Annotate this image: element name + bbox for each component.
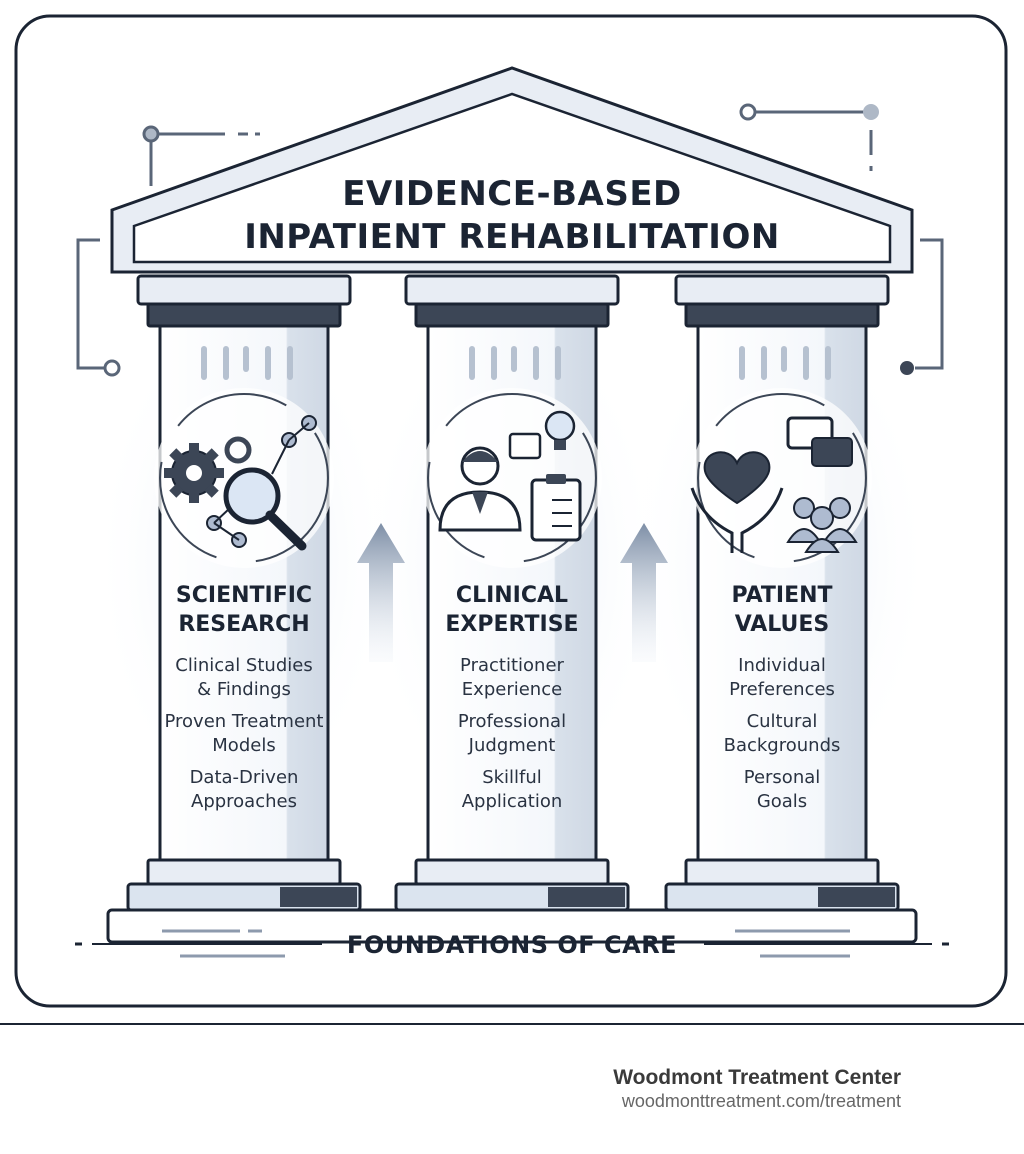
foundation-base <box>106 908 918 944</box>
pillar-item-line: Application <box>462 791 563 812</box>
roof <box>110 66 914 274</box>
pillar-heading-line: VALUES <box>735 612 830 637</box>
pillar-item-line: Practitioner <box>460 655 564 676</box>
pillar-base <box>414 858 610 886</box>
pillar-heading-line: CLINICAL <box>456 583 568 608</box>
title-line-2: INPATIENT REHABILITATION <box>244 217 780 257</box>
pillars-group: SCIENTIFIC RESEARCH Clinical Studies & Find… <box>126 274 900 912</box>
arrow-between-1-2 <box>357 523 405 662</box>
pillar-capital <box>136 274 352 306</box>
pillar-item-line: Goals <box>757 791 807 812</box>
decorative-connectors <box>76 103 944 377</box>
pillar-item-line: Skillful <box>482 767 542 788</box>
patient-values-icon <box>690 388 872 568</box>
pillar-heading-line: RESEARCH <box>178 612 309 637</box>
foundation-decoration <box>75 929 949 958</box>
pillar-item-line: Judgment <box>468 735 556 756</box>
pillar-1: SCIENTIFIC RESEARCH Clinical Studies & Find… <box>126 274 362 912</box>
pillar-item-line: Cultural <box>747 711 818 732</box>
pillar-item-line: Professional <box>458 711 566 732</box>
pillar-item-line: Experience <box>462 679 562 700</box>
pillar-base <box>146 858 342 886</box>
pillar-3: PATIENT VALUES IndividualPreferencesCultur… <box>664 274 900 912</box>
pillar-capital <box>404 274 620 306</box>
pillar-item-line: Clinical Studies <box>175 655 312 676</box>
clinician-icon <box>422 388 602 568</box>
pillar-item-line: Personal <box>744 767 821 788</box>
pillar-item-line: Backgrounds <box>724 735 841 756</box>
footer-url[interactable]: woodmonttreatment.com/treatment <box>621 1091 901 1111</box>
pillar-item-line: Proven Treatment <box>164 711 323 732</box>
pillar-heading-line: PATIENT <box>731 583 832 608</box>
pillar-item-line: Models <box>212 735 275 756</box>
footer: Woodmont Treatment Center woodmonttreatm… <box>613 1066 901 1112</box>
pillar-item-line: Individual <box>738 655 826 676</box>
title-line-1: EVIDENCE-BASED <box>342 174 682 214</box>
pillar-item-line: Preferences <box>729 679 835 700</box>
pillar-heading-line: SCIENTIFIC <box>176 583 312 608</box>
pillar-heading-line: EXPERTISE <box>445 612 578 637</box>
pillar-base <box>684 858 880 886</box>
pillar-capital <box>674 274 890 306</box>
pillar-item-line: Approaches <box>191 791 297 812</box>
foundation-label: FOUNDATIONS OF CARE <box>347 931 677 959</box>
pillar-2: CLINICAL EXPERTISE PractitionerExperienceP… <box>394 274 630 912</box>
pillar-item-line: & Findings <box>197 679 291 700</box>
arrow-between-2-3 <box>620 523 668 662</box>
footer-brand: Woodmont Treatment Center <box>613 1066 901 1089</box>
pillar-item-line: Data-Driven <box>190 767 299 788</box>
research-icon <box>154 388 334 568</box>
